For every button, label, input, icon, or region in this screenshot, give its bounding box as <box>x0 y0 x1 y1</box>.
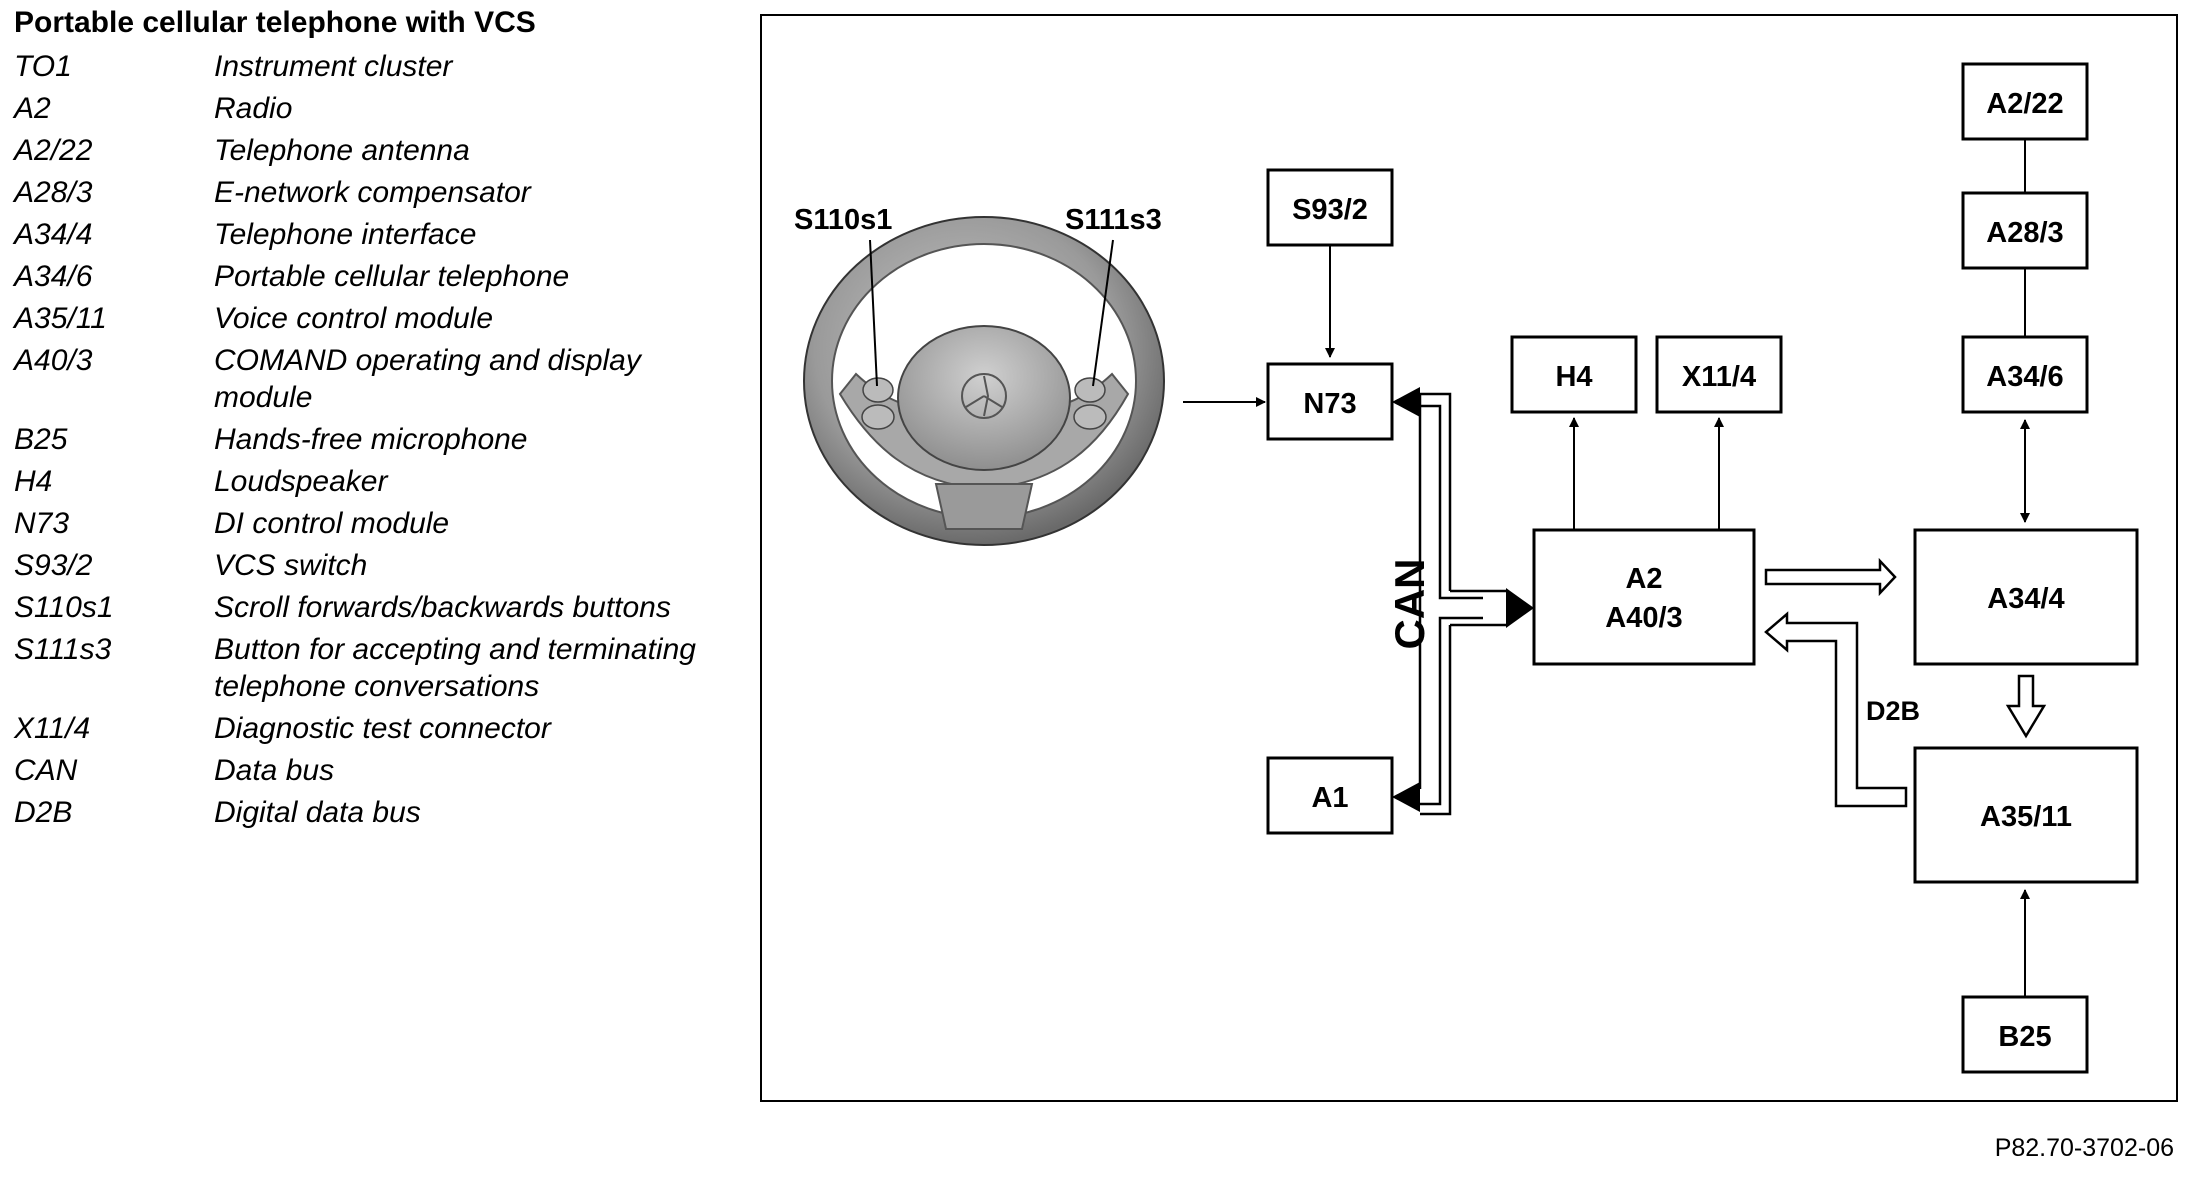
legend-description: Voice control module <box>214 302 494 335</box>
box-s93-2: S93/2 <box>1266 168 1394 247</box>
arrow-a2-to-a34-4 <box>1764 557 1897 597</box>
legend-row: S111s3 Button for accepting and terminati… <box>14 631 734 705</box>
legend-row: X11/4 Diagnostic test connector <box>14 710 734 747</box>
svg-text:A28/3: A28/3 <box>1986 217 2063 249</box>
legend-code: A34/4 <box>14 218 93 251</box>
svg-text:X11/4: X11/4 <box>1682 361 1756 393</box>
legend-row: B25 Hands-free microphone <box>14 421 734 458</box>
legend-description: Radio <box>214 92 293 125</box>
figure-reference: P82.70-3702-06 <box>1994 1134 2174 1162</box>
svg-text:A2/22: A2/22 <box>1986 88 2063 120</box>
legend-description: VCS switch <box>214 549 368 582</box>
legend-description: Diagnostic test connector <box>214 712 551 745</box>
legend-description: COMAND operating and display module <box>214 344 641 414</box>
box-b25: B25 <box>1961 995 2089 1074</box>
legend-description: Telephone interface <box>214 218 477 251</box>
legend-code: H4 <box>14 465 53 498</box>
s110s1-upper-button <box>862 377 894 403</box>
legend-row: S93/2 VCS switch <box>14 547 734 584</box>
legend-description: Telephone antenna <box>214 134 470 167</box>
legend-code: A2/22 <box>14 134 93 167</box>
box-a2-22: A2/22 <box>1961 62 2089 141</box>
legend-description: Digital data bus <box>214 796 421 829</box>
wiring-diagram: S110s1 S111s3 S93/2 N73 A1 H4 X11/4 A2 A… <box>794 62 2139 1074</box>
label-s111s3: S111s3 <box>1065 204 1162 236</box>
legend-code: S111s3 <box>14 633 112 666</box>
legend-description: Instrument cluster <box>214 50 453 83</box>
legend-description: Scroll forwards/backwards buttons <box>214 591 671 624</box>
svg-text:A2: A2 <box>1625 563 1662 595</box>
steering-wheel <box>803 216 1165 546</box>
legend-description: E-network compensator <box>214 176 531 209</box>
legend-row: A40/3 COMAND operating and display module <box>14 342 734 416</box>
box-n73: N73 <box>1266 362 1394 441</box>
svg-text:S93/2: S93/2 <box>1292 194 1368 226</box>
legend-code: N73 <box>14 507 70 540</box>
svg-text:N73: N73 <box>1303 388 1356 420</box>
can-bus <box>1392 387 1534 816</box>
d2b-bus <box>1764 611 1908 808</box>
legend-code: A2 <box>14 92 51 125</box>
legend-row: H4 Loudspeaker <box>14 463 734 500</box>
legend-code: TO1 <box>14 50 72 83</box>
legend-row: CAN Data bus <box>14 752 734 789</box>
legend-code: A35/11 <box>14 302 107 335</box>
box-a34-4: A34/4 <box>1913 528 2139 666</box>
svg-text:A35/11: A35/11 <box>1980 801 2072 833</box>
legend-row: A28/3 E-network compensator <box>14 174 734 211</box>
legend-row: A2 Radio <box>14 90 734 127</box>
label-d2b: D2B <box>1866 696 1920 726</box>
legend-code: B25 <box>14 423 68 456</box>
legend-code: D2B <box>14 796 73 829</box>
s111s3-lower-button <box>1073 404 1107 430</box>
s110s1-lower-button <box>861 404 895 430</box>
legend-description: Data bus <box>214 754 335 787</box>
legend-row: N73 DI control module <box>14 505 734 542</box>
legend-description: Hands-free microphone <box>214 423 528 456</box>
svg-text:A34/4: A34/4 <box>1987 583 2064 615</box>
legend-code: S93/2 <box>14 549 93 582</box>
legend-description: Button for accepting and terminating tel… <box>214 633 696 703</box>
svg-text:B25: B25 <box>1998 1021 2051 1053</box>
legend-row: A34/4 Telephone interface <box>14 216 734 253</box>
box-a28-3: A28/3 <box>1961 191 2089 270</box>
legend-code: CAN <box>14 754 78 787</box>
legend-row: A35/11 Voice control module <box>14 300 734 337</box>
legend-row: S110s1 Scroll forwards/backwards buttons <box>14 589 734 626</box>
legend-code: S110s1 <box>14 591 114 624</box>
legend-row: A34/6 Portable cellular telephone <box>14 258 734 295</box>
legend-code: X11/4 <box>14 712 91 745</box>
legend-code: A40/3 <box>14 344 93 377</box>
label-can: CAN <box>1386 559 1433 650</box>
legend-row: A2/22 Telephone antenna <box>14 132 734 169</box>
legend-title: Portable cellular telephone with VCS <box>14 6 536 39</box>
s111s3-upper-button <box>1074 377 1106 403</box>
label-s110s1: S110s1 <box>794 204 892 236</box>
svg-text:A34/6: A34/6 <box>1986 361 2063 393</box>
svg-text:A40/3: A40/3 <box>1605 602 1682 634</box>
legend-code: A28/3 <box>14 176 93 209</box>
legend-description: Portable cellular telephone <box>214 260 570 293</box>
box-h4: H4 <box>1510 335 1638 414</box>
svg-text:A1: A1 <box>1311 782 1348 814</box>
svg-text:H4: H4 <box>1555 361 1592 393</box>
diagram-frame <box>760 14 2178 1102</box>
arrow-a34-4-to-a35-11 <box>2005 674 2047 739</box>
legend-row: D2B Digital data bus <box>14 794 734 831</box>
box-a2-a40-3: A2 A40/3 <box>1532 528 1756 666</box>
legend-row: TO1 Instrument cluster <box>14 48 734 85</box>
legend-description: DI control module <box>214 507 450 540</box>
box-a35-11: A35/11 <box>1913 746 2139 884</box>
legend-description: Loudspeaker <box>214 465 388 498</box>
legend-code: A34/6 <box>14 260 93 293</box>
box-a1: A1 <box>1266 756 1394 835</box>
box-a34-6: A34/6 <box>1961 335 2089 414</box>
box-x11-4: X11/4 <box>1655 335 1783 414</box>
